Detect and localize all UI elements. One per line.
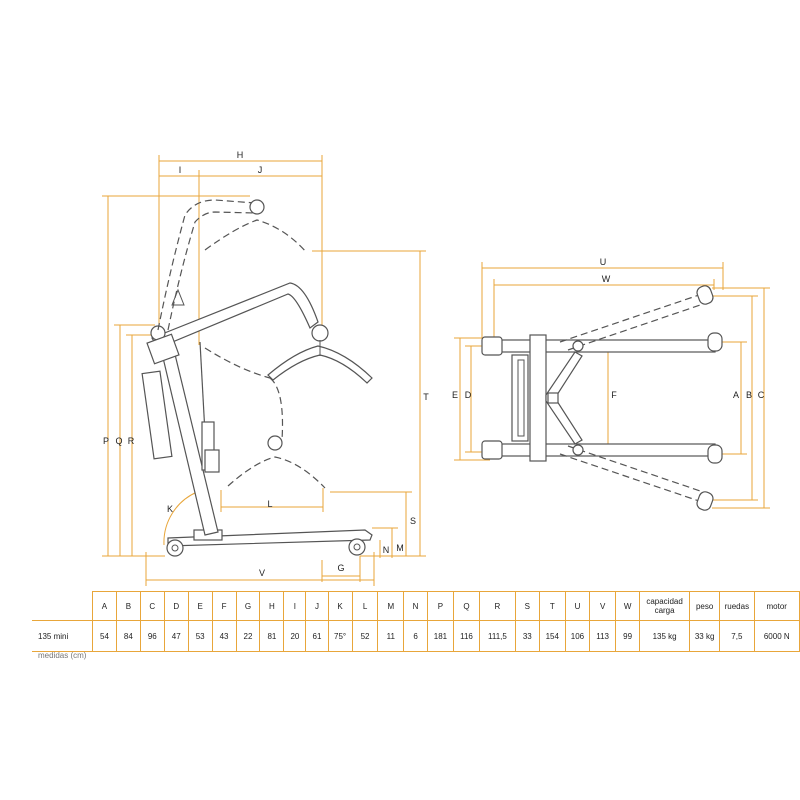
dim-label-k: K <box>167 504 173 514</box>
spec-header-cell: F <box>211 591 237 621</box>
dim-label-h: H <box>237 150 244 160</box>
spec-value-cell: 6000 N <box>753 620 800 652</box>
spec-value-cell: 11 <box>377 620 405 652</box>
spec-value-cell: 61 <box>305 620 329 652</box>
dim-label-j: J <box>258 165 263 175</box>
spec-value-cell: 33 <box>514 620 540 652</box>
dim-label-m: M <box>396 543 404 553</box>
spec-header-cell: A <box>92 591 117 621</box>
dim-label-r: R <box>128 436 135 446</box>
dim-label-u: U <box>600 257 607 267</box>
dim-label-e: E <box>452 390 458 400</box>
dim-label-t: T <box>423 392 429 402</box>
spec-value-cell: 22 <box>235 620 261 652</box>
spec-value-cell: 111,5 <box>479 620 516 652</box>
spec-value-cell: 33 kg <box>689 620 721 652</box>
spec-value-cell: 135 kg <box>639 620 691 652</box>
spec-header-cell: M <box>377 591 405 621</box>
spec-value-cell: 43 <box>211 620 237 652</box>
spec-header-cell: B <box>115 591 141 621</box>
spec-header-cell: L <box>351 591 379 621</box>
spec-value-cell: 47 <box>163 620 189 652</box>
spec-header-cell: S <box>514 591 540 621</box>
spec-value-cell: 96 <box>139 620 165 652</box>
spec-value-cell: 154 <box>538 620 566 652</box>
spec-value-cell: 75° <box>327 620 353 652</box>
spec-header-cell: I <box>283 591 307 621</box>
spec-header-cell: V <box>589 591 617 621</box>
spec-header-cell: R <box>479 591 516 621</box>
spec-value-cell: 6 <box>403 620 428 652</box>
spec-header-cell: H <box>259 591 285 621</box>
top-view-dimensions: U W A B C E D F <box>452 257 770 509</box>
spec-value-cell: 113 <box>589 620 617 652</box>
dim-label-v: V <box>259 568 265 578</box>
spec-value-cell: 7,5 <box>719 620 755 652</box>
spec-header-cell: T <box>538 591 566 621</box>
dim-label-b: B <box>746 390 752 400</box>
spec-header-cell: ruedas <box>719 591 755 621</box>
spec-value-cell: 81 <box>259 620 285 652</box>
spec-value-cell: 116 <box>452 620 481 652</box>
spec-value-cell: 54 <box>92 620 117 652</box>
spec-value-cell: 20 <box>283 620 307 652</box>
spec-header-cell: E <box>187 591 213 621</box>
spec-value-cell: 52 <box>351 620 379 652</box>
spec-value-cell: 106 <box>564 620 591 652</box>
dim-label-g: G <box>337 563 344 573</box>
side-view-dimensions: H I J P Q R T S N M L K <box>102 150 429 586</box>
dim-label-q: Q <box>115 436 122 446</box>
spec-corner-cell <box>32 591 93 621</box>
dim-label-a: A <box>733 390 739 400</box>
dim-label-w: W <box>602 274 611 284</box>
spec-header-cell: G <box>235 591 261 621</box>
dim-label-l: L <box>267 499 272 509</box>
spec-value-cell: 84 <box>115 620 141 652</box>
spec-value-cell: 99 <box>615 620 641 652</box>
spec-header-cell: C <box>139 591 165 621</box>
spec-header-cell: N <box>403 591 428 621</box>
spec-header-cell: P <box>426 591 454 621</box>
spec-header-cell: peso <box>689 591 721 621</box>
dim-label-s: S <box>410 516 416 526</box>
top-view-lift <box>481 285 723 511</box>
spec-row-label: 135 mini <box>32 620 93 652</box>
spec-header-cell: motor <box>753 591 800 621</box>
dim-label-p: P <box>103 436 109 446</box>
dim-label-c: C <box>758 390 765 400</box>
spec-header-cell: Q <box>452 591 481 621</box>
spec-header-cell: D <box>163 591 189 621</box>
spec-value-cell: 53 <box>187 620 213 652</box>
dim-label-d: D <box>465 390 472 400</box>
spec-header-cell: W <box>615 591 641 621</box>
spec-header-cell: U <box>564 591 591 621</box>
spec-header-cell: capacidad carga <box>639 591 691 621</box>
dim-label-i: I <box>179 165 182 175</box>
units-note: medidas (cm) <box>38 651 87 660</box>
spec-value-cell: 181 <box>426 620 454 652</box>
spec-header-cell: J <box>305 591 329 621</box>
lift-diagram: H I J P Q R T S N M L K <box>102 150 770 586</box>
dim-label-f: F <box>611 390 617 400</box>
dim-label-n: N <box>383 545 390 555</box>
side-view-lift <box>141 199 373 557</box>
spec-header-cell: K <box>327 591 353 621</box>
